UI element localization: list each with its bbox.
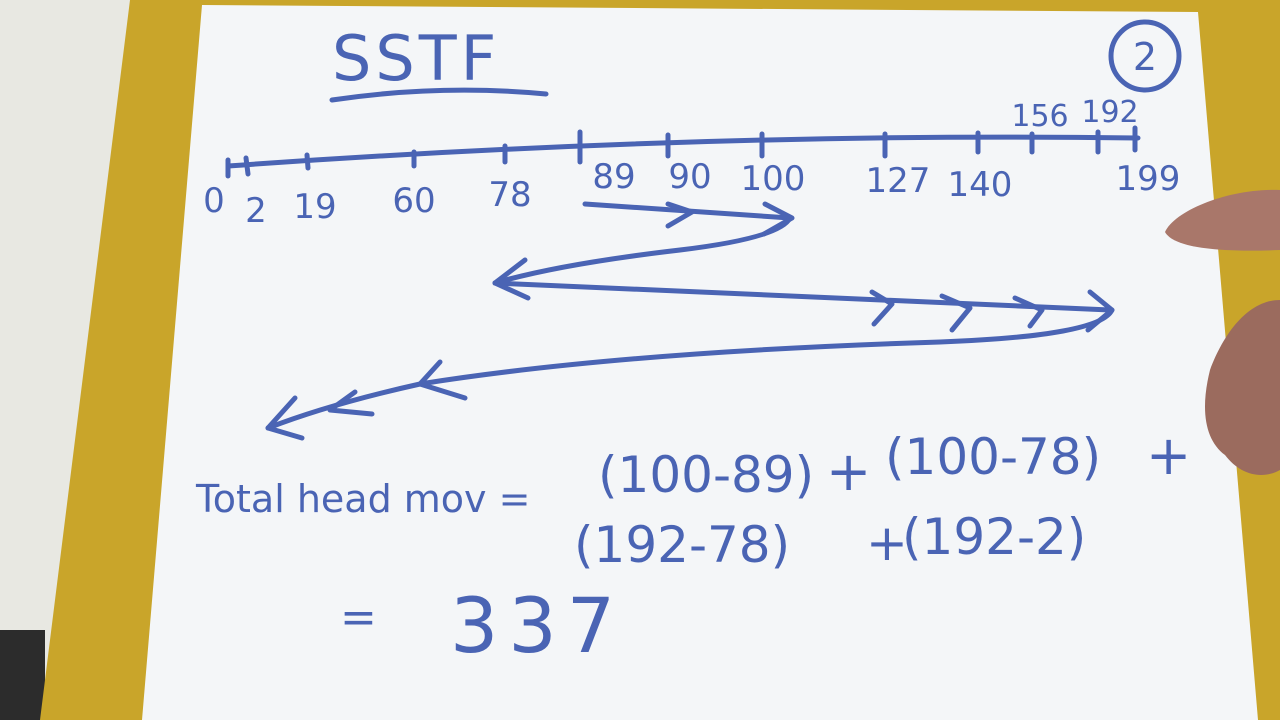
axis-lower-labels: 0 2 19 60 78 89 90 100 127 140 199	[203, 157, 1180, 231]
axis-label-19: 19	[293, 187, 336, 227]
page-number-circle: 2	[1108, 19, 1182, 93]
equation-plus-2: +	[1146, 424, 1191, 487]
title-underline	[329, 87, 549, 103]
equation-term-1: (100-89)	[598, 446, 814, 504]
result: = 337	[340, 581, 625, 670]
axis-label-2: 2	[245, 191, 267, 231]
axis-line	[225, 134, 1141, 169]
axis-label-156: 156	[1011, 99, 1068, 134]
equation-term-3: (192-78)	[574, 516, 790, 574]
axis-label-199: 199	[1116, 159, 1181, 199]
equation-label: Total head mov =	[195, 477, 530, 521]
axis-ticks	[225, 125, 1138, 179]
paper-sheet	[142, 5, 1258, 720]
result-value: 337	[450, 581, 625, 670]
axis-label-78: 78	[488, 175, 531, 215]
axis-label-90: 90	[668, 157, 711, 197]
axis-label-89: 89	[592, 157, 635, 197]
axis-label-127: 127	[866, 161, 931, 201]
equation-term-4: (192-2)	[902, 508, 1086, 566]
hand	[1165, 189, 1280, 475]
axis-label-60: 60	[392, 181, 435, 221]
axis-label-192: 192	[1081, 95, 1138, 130]
page-number: 2	[1133, 35, 1157, 79]
equation-plus-1: +	[826, 440, 871, 503]
equation: Total head mov = (100-89) + (100-78) + (…	[195, 424, 1191, 574]
axis-upper-labels: 156 192	[1011, 95, 1138, 134]
result-equals: =	[340, 592, 377, 643]
dark-corner	[0, 630, 45, 720]
axis-label-0: 0	[203, 181, 225, 221]
axis-label-100: 100	[741, 159, 806, 199]
equation-plus-3: +	[866, 514, 908, 572]
page-title: SSTF	[332, 22, 500, 95]
head-movement-path	[265, 201, 1115, 441]
axis-label-140: 140	[948, 165, 1013, 205]
equation-term-2: (100-78)	[885, 428, 1101, 486]
